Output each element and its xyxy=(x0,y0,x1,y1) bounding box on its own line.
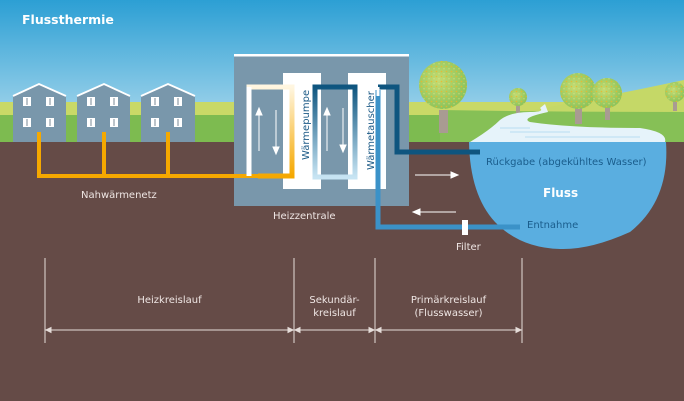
label-filter: Filter xyxy=(456,242,481,253)
tree xyxy=(592,78,622,120)
circuit-primaerkreislauf: Primärkreislauf (Flusswasser) xyxy=(375,294,522,320)
tree xyxy=(560,73,596,124)
circuit-label-line2: kreislauf xyxy=(313,308,356,319)
label-fluss: Fluss xyxy=(543,186,579,200)
circuit-sekundaerkreislauf: Sekundär- kreislauf xyxy=(294,294,375,320)
circuit-label-line2: (Flusswasser) xyxy=(414,308,483,319)
label-rueckgabe: Rückgabe (abgekühltes Wasser) xyxy=(486,157,647,168)
label-waermepumpe: Wärmepumpe xyxy=(301,89,312,160)
return-pipe xyxy=(378,84,480,155)
house-windows xyxy=(23,97,182,127)
tree xyxy=(665,82,684,111)
secondary-loop xyxy=(312,84,358,180)
label-heizzentrale: Heizzentrale xyxy=(273,211,336,222)
river-body xyxy=(469,142,667,250)
circuit-label: Heizkreislauf xyxy=(137,295,202,306)
heating-network-pipes xyxy=(37,132,258,178)
filter-icon xyxy=(462,220,468,235)
river-surface xyxy=(470,104,666,142)
flow-arrows xyxy=(255,106,460,216)
label-waermetauscher: Wärmetauscher xyxy=(366,91,377,170)
intake-pipe xyxy=(375,90,520,230)
tree xyxy=(509,88,527,113)
tree xyxy=(419,61,467,133)
diagram-title: Flussthermie xyxy=(22,12,114,27)
circuit-label-line1: Primärkreislauf xyxy=(410,295,487,306)
circuit-heizkreislauf: Heizkreislauf xyxy=(45,294,294,307)
label-entnahme: Entnahme xyxy=(527,220,579,231)
circuit-label-line1: Sekundär- xyxy=(309,295,360,306)
dimension-lines xyxy=(44,258,523,343)
label-nahwaermenetz: Nahwärmenetz xyxy=(81,190,157,201)
